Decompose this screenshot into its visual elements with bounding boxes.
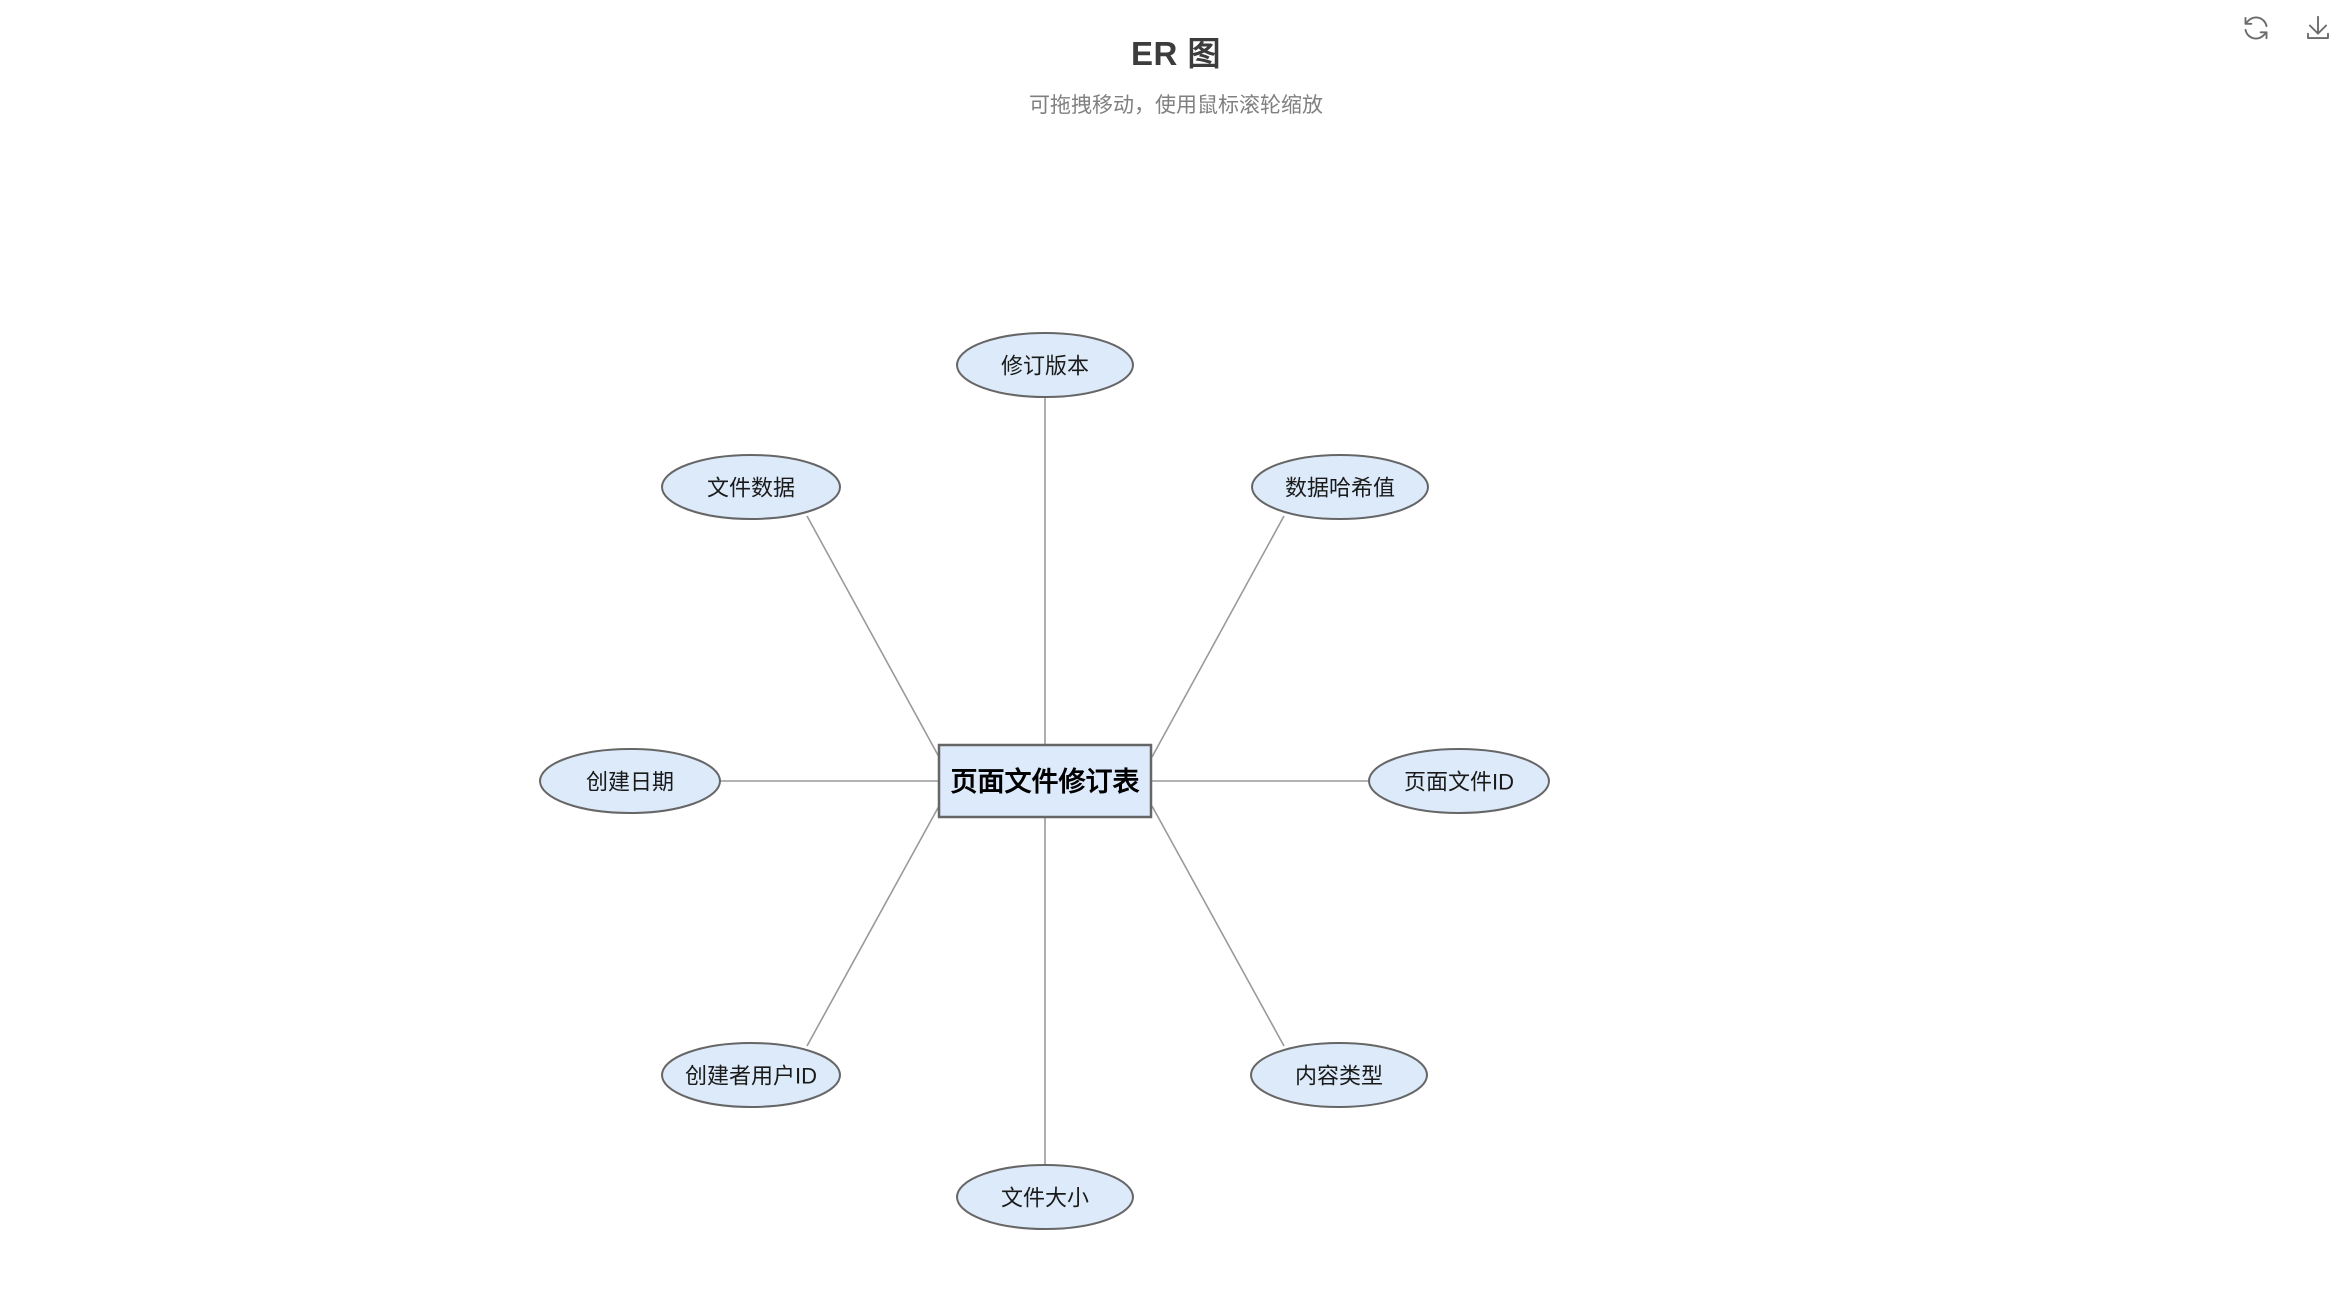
attribute-label: 创建日期	[586, 770, 674, 795]
er-edge	[806, 515, 940, 758]
er-edge	[1151, 515, 1285, 758]
edges-group	[720, 397, 1369, 1165]
er-attribute-node[interactable]: 修订版本	[956, 332, 1134, 398]
attribute-ellipse[interactable]	[956, 1164, 1134, 1230]
attribute-label: 内容类型	[1295, 1064, 1383, 1089]
attribute-label: 文件大小	[1001, 1186, 1089, 1211]
attribute-label: 页面文件ID	[1404, 770, 1514, 795]
attribute-label: 修订版本	[1001, 354, 1089, 379]
attribute-ellipse[interactable]	[1251, 454, 1429, 520]
download-button[interactable]	[2298, 8, 2338, 48]
entity-label: 页面文件修订表	[951, 766, 1140, 797]
er-attribute-node[interactable]: 文件数据	[661, 454, 841, 520]
diagram-toolbar	[2236, 8, 2338, 48]
attribute-label: 创建者用户ID	[685, 1064, 817, 1089]
er-attribute-node[interactable]: 创建日期	[539, 748, 721, 814]
attribute-ellipse[interactable]	[956, 332, 1134, 398]
refresh-icon	[2241, 13, 2271, 43]
attribute-label: 数据哈希值	[1285, 476, 1395, 501]
attribute-ellipse[interactable]	[1368, 748, 1550, 814]
attribute-ellipse[interactable]	[539, 748, 721, 814]
er-entity-node[interactable]: 页面文件修订表	[937, 743, 1153, 819]
er-attribute-node[interactable]: 文件大小	[956, 1164, 1134, 1230]
download-icon	[2303, 13, 2333, 43]
er-attribute-node[interactable]: 页面文件ID	[1368, 748, 1550, 814]
attribute-label: 文件数据	[707, 476, 795, 501]
er-edge	[1151, 805, 1285, 1047]
er-attribute-node[interactable]: 数据哈希值	[1251, 454, 1429, 520]
attribute-ellipse[interactable]	[661, 454, 841, 520]
er-attribute-node[interactable]: 内容类型	[1250, 1042, 1428, 1108]
reset-view-button[interactable]	[2236, 8, 2276, 48]
entity-rectangle[interactable]	[937, 743, 1153, 819]
attribute-ellipse[interactable]	[1250, 1042, 1428, 1108]
attribute-ellipse[interactable]	[661, 1042, 841, 1108]
er-edge	[806, 805, 940, 1047]
er-attribute-node[interactable]: 创建者用户ID	[661, 1042, 841, 1108]
